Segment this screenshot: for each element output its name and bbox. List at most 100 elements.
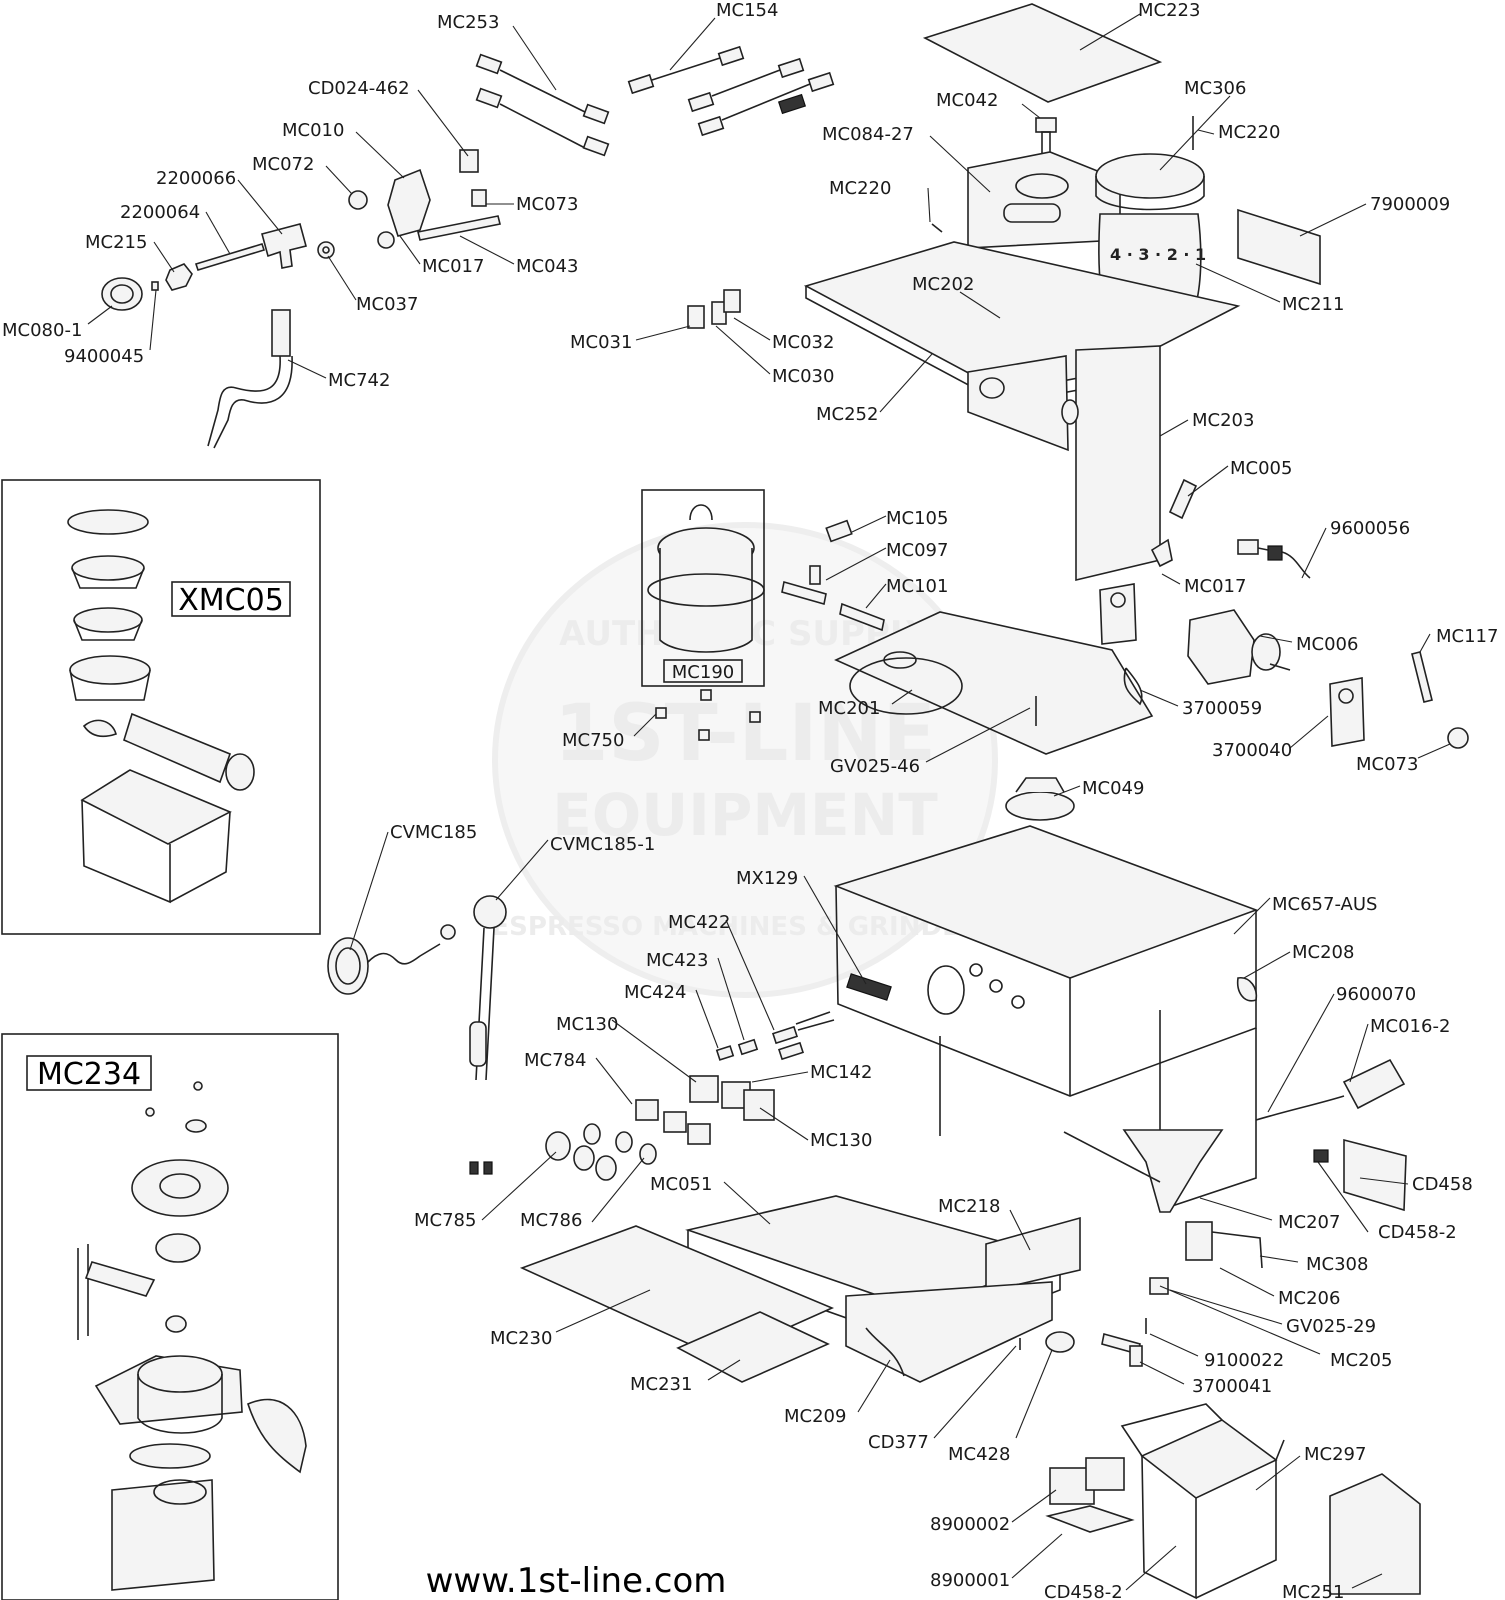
label-mc105: MC105 — [886, 508, 948, 529]
label-gv025-46: GV025-46 — [830, 756, 920, 777]
label-2200066: 2200066 — [156, 168, 236, 189]
label-cd024-462: CD024-462 — [308, 78, 410, 99]
label-gv025-29: GV025-29 — [1286, 1316, 1376, 1337]
leader-lines — [87, 13, 1451, 1591]
label-mc215: MC215 — [85, 232, 147, 253]
middle-components — [641, 478, 1469, 821]
label-mx129: MX129 — [736, 868, 798, 889]
inset-mc234: MC234 — [1, 1033, 339, 1600]
inset-mc234-frame — [1, 1033, 339, 1600]
label-3700040: 3700040 — [1212, 740, 1292, 761]
label-mc306: MC306 — [1184, 78, 1246, 99]
label-mc101: MC101 — [886, 576, 948, 597]
label-2200064: 2200064 — [120, 202, 200, 223]
label-9600070: 9600070 — [1336, 984, 1416, 1005]
label-mc032: MC032 — [772, 332, 834, 353]
label-mc154: MC154 — [716, 0, 778, 21]
label-mc030: MC030 — [772, 366, 834, 387]
label-cd458-2-top: CD458-2 — [1378, 1222, 1457, 1243]
mc190-label-box — [663, 659, 743, 683]
footer-url: www.1st-line.com — [426, 1561, 727, 1600]
label-9100022: 9100022 — [1204, 1350, 1284, 1371]
label-7900009: 7900009 — [1370, 194, 1450, 215]
label-mc230: MC230 — [490, 1328, 552, 1349]
label-mc206: MC206 — [1278, 1288, 1340, 1309]
xmc05-label-box — [171, 581, 291, 617]
label-mc010: MC010 — [282, 120, 344, 141]
label-cvmc185-1: CVMC185-1 — [550, 834, 655, 855]
label-mc220-right: MC220 — [1218, 122, 1280, 143]
label-mc005: MC005 — [1230, 458, 1292, 479]
label-mc202: MC202 — [912, 274, 974, 295]
label-mc220-left: MC220 — [829, 178, 891, 199]
main-chassis — [519, 825, 1421, 1600]
xmc05-label: XMC05 — [178, 583, 284, 618]
watermark-line1: 1ST-LINE — [554, 689, 936, 779]
label-mc784: MC784 — [524, 1050, 586, 1071]
label-mc218: MC218 — [938, 1196, 1000, 1217]
label-mc253: MC253 — [437, 12, 499, 33]
label-mc130-right: MC130 — [810, 1130, 872, 1151]
label-cd458: CD458 — [1412, 1174, 1473, 1195]
label-mc097: MC097 — [886, 540, 948, 561]
label-mc051: MC051 — [650, 1174, 712, 1195]
label-mc203: MC203 — [1192, 410, 1254, 431]
label-mc017-right: MC017 — [1184, 576, 1246, 597]
label-mc072: MC072 — [252, 154, 314, 175]
label-mc042: MC042 — [936, 90, 998, 111]
label-mc208: MC208 — [1292, 942, 1354, 963]
label-mc031: MC031 — [570, 332, 632, 353]
label-mc308: MC308 — [1306, 1254, 1368, 1275]
mc234-label: MC234 — [37, 1057, 141, 1092]
label-mc037: MC037 — [356, 294, 418, 315]
label-mc073-right: MC073 — [1356, 754, 1418, 775]
label-mc786: MC786 — [520, 1210, 582, 1231]
label-mc205: MC205 — [1330, 1350, 1392, 1371]
label-mc142: MC142 — [810, 1062, 872, 1083]
label-mc428: MC428 — [948, 1444, 1010, 1465]
label-mc211: MC211 — [1282, 294, 1344, 315]
label-cd377: CD377 — [868, 1432, 929, 1453]
label-mc043: MC043 — [516, 256, 578, 277]
label-mc251: MC251 — [1282, 1582, 1344, 1600]
label-3700059: 3700059 — [1182, 698, 1262, 719]
label-mc742: MC742 — [328, 370, 390, 391]
label-mc231: MC231 — [630, 1374, 692, 1395]
mc234-label-box — [26, 1055, 152, 1091]
label-mc080-1: MC080-1 — [2, 320, 82, 341]
watermark-line2: EQUIPMENT — [552, 781, 938, 849]
label-3700041: 3700041 — [1192, 1376, 1272, 1397]
label-mc016-2: MC016-2 — [1370, 1016, 1450, 1037]
label-mc424: MC424 — [624, 982, 686, 1003]
label-cd458-2-bottom: CD458-2 — [1044, 1582, 1123, 1600]
inset-xmc05: XMC05 — [1, 479, 321, 935]
label-mc223: MC223 — [1138, 0, 1200, 21]
label-8900002: 8900002 — [930, 1514, 1010, 1535]
label-mc084-27: MC084-27 — [822, 124, 914, 145]
label-mc785: MC785 — [414, 1210, 476, 1231]
label-mc207: MC207 — [1278, 1212, 1340, 1233]
label-8900001: 8900001 — [930, 1570, 1010, 1591]
label-mc209: MC209 — [784, 1406, 846, 1427]
label-mc201: MC201 — [818, 698, 880, 719]
label-mc422: MC422 — [668, 912, 730, 933]
top-right-components: 4 · 3 · 2 · 1 — [687, 3, 1321, 582]
label-mc049: MC049 — [1082, 778, 1144, 799]
label-mc006: MC006 — [1296, 634, 1358, 655]
label-9400045: 9400045 — [64, 346, 144, 367]
label-mc252: MC252 — [816, 404, 878, 425]
label-mc017-top: MC017 — [422, 256, 484, 277]
label-mc117: MC117 — [1436, 626, 1498, 647]
mc190-label: MC190 — [672, 662, 734, 683]
label-cvmc185: CVMC185 — [390, 822, 477, 843]
label-mc750: MC750 — [562, 730, 624, 751]
label-mc657-aus: MC657-AUS — [1272, 894, 1377, 915]
label-mc423: MC423 — [646, 950, 708, 971]
label-mc073-top: MC073 — [516, 194, 578, 215]
top-left-components — [101, 45, 835, 449]
inset-xmc05-frame — [1, 479, 321, 935]
label-mc130-left: MC130 — [556, 1014, 618, 1035]
label-9600056: 9600056 — [1330, 518, 1410, 539]
